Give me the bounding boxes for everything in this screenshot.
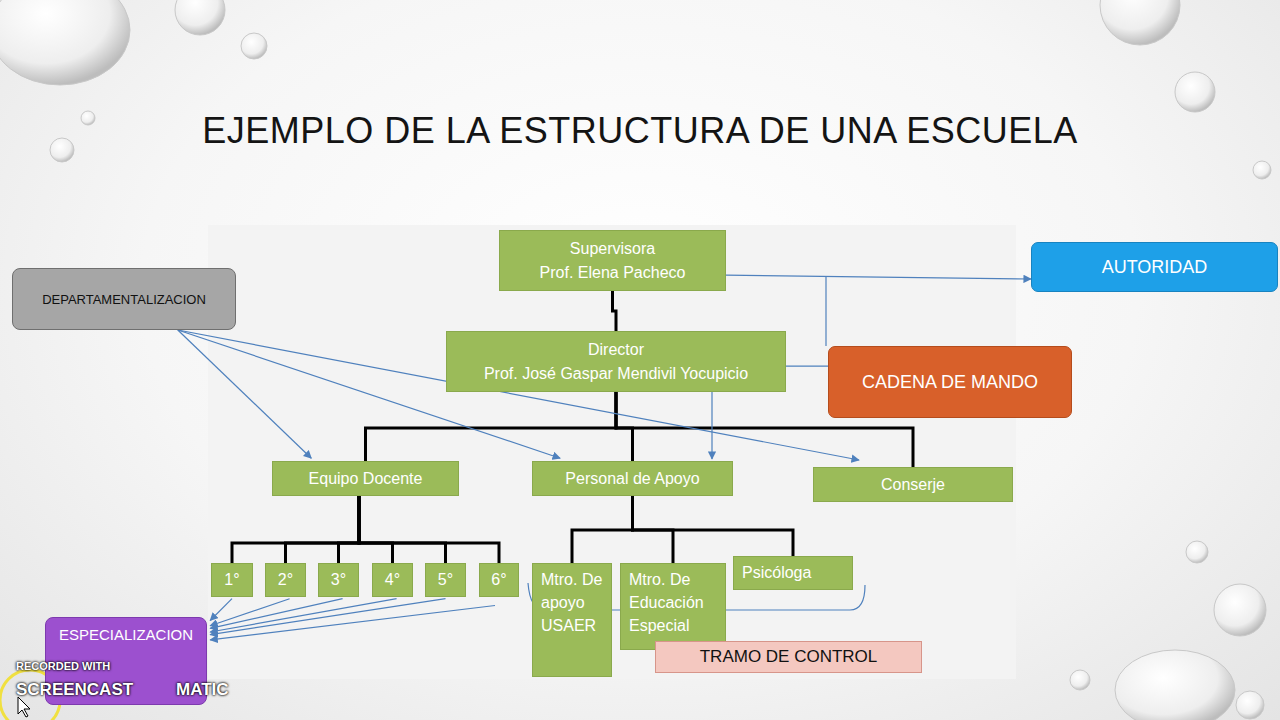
node-label: 1°: [224, 571, 239, 589]
node-label: Mtro. De Educación Especial: [629, 568, 717, 638]
position-box: SupervisoraProf. Elena Pacheco: [499, 230, 726, 291]
callout-arrow: [178, 330, 859, 460]
grade-box: 1°: [211, 563, 253, 597]
node-label: 3°: [331, 571, 346, 589]
watermark-text: MATIC: [176, 680, 229, 700]
callout-arrow: [178, 330, 311, 458]
node-subtitle: Prof. Elena Pacheco: [540, 261, 686, 284]
node-label: 5°: [438, 571, 453, 589]
position-box: Mtro. De Educación Especial: [620, 563, 726, 650]
grade-box: 4°: [372, 563, 413, 597]
node-label: TRAMO DE CONTROL: [700, 647, 878, 667]
node-label: 6°: [491, 571, 506, 589]
node-label: ESPECIALIZACION: [59, 626, 193, 643]
concept-box: DEPARTAMENTALIZACION: [12, 268, 236, 330]
node-label: Personal de Apoyo: [565, 467, 699, 490]
org-connector: [633, 496, 794, 556]
callout-arrow: [210, 606, 495, 640]
mouse-cursor: [18, 697, 30, 717]
callout-arrow: [210, 599, 396, 632]
concept-box: AUTORIDAD: [1031, 242, 1278, 292]
callout-arrow: [726, 275, 1031, 279]
water-drop: [1175, 72, 1215, 112]
node-label: DEPARTAMENTALIZACION: [42, 292, 206, 307]
slide-title: EJEMPLO DE LA ESTRUCTURA DE UNA ESCUELA: [0, 110, 1280, 152]
node-label: Equipo Docente: [309, 467, 423, 490]
node-label: 4°: [385, 571, 400, 589]
callout-arrow: [210, 599, 289, 626]
leader-line: [825, 277, 826, 346]
position-box: Personal de Apoyo: [532, 461, 733, 496]
watermark-text: RECORDED WITH: [16, 660, 110, 672]
position-box: DirectorProf. José Gaspar Mendivil Yocup…: [446, 331, 786, 392]
water-drop: [0, 0, 130, 85]
position-box: Psicóloga: [733, 556, 853, 590]
org-connector: [286, 496, 360, 563]
position-box: Mtro. De apoyo USAER: [532, 563, 612, 677]
node-subtitle: Prof. José Gaspar Mendivil Yocupicio: [484, 362, 748, 385]
org-connector: [359, 496, 393, 563]
water-drop: [1186, 541, 1208, 563]
callout-arrow: [210, 599, 445, 635]
org-connector: [366, 392, 617, 461]
node-label: Supervisora: [570, 237, 655, 260]
org-connector: [572, 496, 633, 563]
watermark-text: SCREENCAST: [16, 680, 133, 700]
org-connector: [613, 291, 617, 331]
node-label: Conserje: [881, 473, 945, 496]
position-box: Conserje: [813, 467, 1013, 502]
chart-ground: [208, 225, 1016, 679]
org-connector: [339, 496, 360, 563]
org-connector: [359, 496, 446, 563]
node-label: Psicóloga: [742, 561, 811, 584]
node-label: Director: [588, 338, 644, 361]
node-label: AUTORIDAD: [1102, 257, 1208, 278]
water-drop: [241, 33, 267, 59]
node-label: CADENA DE MANDO: [862, 372, 1038, 393]
water-drop: [1236, 691, 1264, 719]
water-drop: [175, 0, 225, 35]
water-drop: [1214, 584, 1266, 636]
org-connector: [359, 496, 499, 563]
node-label: Mtro. De apoyo USAER: [541, 568, 603, 638]
water-drop: [1100, 0, 1180, 45]
grade-box: 2°: [265, 563, 306, 597]
water-drop: [1253, 161, 1271, 179]
water-drop: [81, 111, 95, 125]
concept-box: CADENA DE MANDO: [828, 346, 1072, 418]
grade-box: 3°: [318, 563, 359, 597]
water-drop: [50, 138, 74, 162]
water-drop: [1115, 650, 1235, 720]
grade-box: 5°: [425, 563, 466, 597]
node-label: 2°: [278, 571, 293, 589]
org-connector: [232, 496, 359, 563]
position-box: Equipo Docente: [272, 461, 459, 496]
water-drop: [1070, 670, 1090, 690]
concept-box: TRAMO DE CONTROL: [655, 641, 922, 673]
callout-arrow: [210, 599, 232, 621]
grade-box: 6°: [479, 563, 519, 597]
